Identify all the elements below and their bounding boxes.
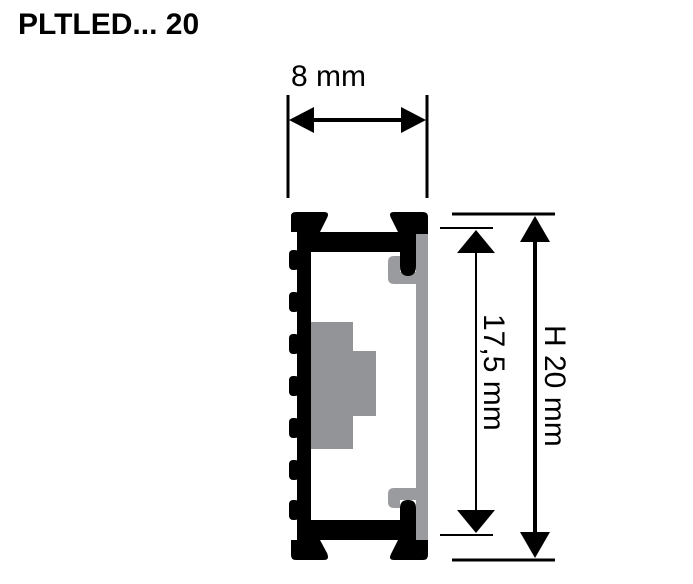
led-strip	[309, 322, 376, 449]
width-dimension: 8 mm	[286, 60, 429, 198]
profile-ribs	[289, 250, 299, 520]
arrowhead-up-icon	[520, 216, 550, 242]
arrowhead-down-icon	[520, 532, 550, 558]
inner-height-label: 17,5 mm	[477, 314, 510, 431]
total-height-label: H 20 mm	[538, 325, 571, 447]
diffuser-cover	[388, 234, 428, 540]
arrowhead-right-icon	[401, 107, 426, 133]
inner-height-dimension: 17,5 mm	[440, 227, 510, 536]
total-height-dimension: H 20 mm	[452, 212, 571, 562]
arrowhead-up-icon	[457, 230, 495, 253]
product-title: PLTLED... 20	[18, 8, 200, 41]
arrowhead-left-icon	[289, 107, 314, 133]
width-label: 8 mm	[291, 60, 366, 93]
aluminium-profile	[289, 212, 428, 560]
arrowhead-down-icon	[457, 510, 495, 533]
